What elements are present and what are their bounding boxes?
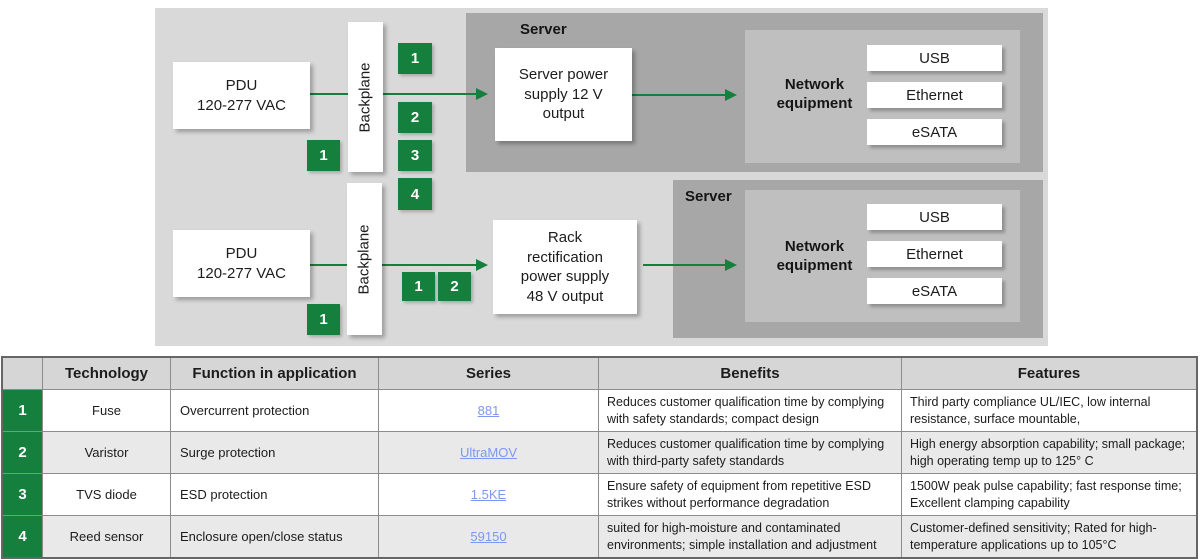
series-link-59150[interactable]: 59150 [470, 529, 507, 544]
function-cell: Enclosure open/close status [171, 516, 378, 557]
header-benefits: Benefits [599, 358, 901, 389]
features-cell: Third party compliance UL/IEC, low inter… [902, 390, 1196, 431]
backplane-box-bottom: Backplane [347, 183, 382, 335]
flow-arrow-line [307, 264, 477, 266]
port-ethernet-bottom: Ethernet [867, 241, 1002, 267]
technology-cell: Varistor [43, 432, 170, 473]
header-series: Series [379, 358, 598, 389]
function-cell: Overcurrent protection [171, 390, 378, 431]
port-ethernet-top: Ethernet [867, 82, 1002, 108]
function-cell: ESD protection [171, 474, 378, 515]
series-cell: UltraMOV [379, 432, 598, 473]
series-link-15ke[interactable]: 1.5KE [470, 487, 507, 502]
technology-table: Technology Function in application Serie… [1, 356, 1198, 559]
row-number-badge: 3 [3, 474, 42, 515]
callout-square-3: 3 [398, 140, 432, 171]
rack-power-supply-box: Rack rectification power supply 48 V out… [493, 220, 637, 314]
callout-square-fuse-bottom: 1 [307, 304, 340, 335]
header-technology: Technology [43, 358, 170, 389]
features-cell: High energy absorption capability; small… [902, 432, 1196, 473]
pdu-box-top: PDU 120-277 VAC [173, 62, 310, 129]
callout-square-1: 1 [398, 43, 432, 74]
port-esata-top: eSATA [867, 119, 1002, 145]
benefits-cell: Ensure safety of equipment from repetiti… [599, 474, 901, 515]
series-link-881[interactable]: 881 [477, 403, 500, 418]
series-cell: 881 [379, 390, 598, 431]
series-link-ultramov[interactable]: UltraMOV [459, 445, 518, 460]
flow-arrow-head [725, 89, 737, 101]
benefits-cell: suited for high-moisture and contaminate… [599, 516, 901, 557]
network-equipment-label-top: Network equipment [776, 76, 853, 112]
flow-arrow-head [476, 259, 488, 271]
port-usb-top: USB [867, 45, 1002, 71]
features-cell: 1500W peak pulse capability; fast respon… [902, 474, 1196, 515]
backplane-box-top: Backplane [348, 22, 383, 172]
flow-arrow-line [307, 93, 477, 95]
power-architecture-diagram: Server Server PDU 120-277 VAC Backplane … [155, 8, 1048, 346]
flow-arrow-line [643, 264, 726, 266]
backplane-label-bottom: Backplane [356, 223, 373, 295]
features-cell: Customer-defined sensitivity; Rated for … [902, 516, 1196, 557]
header-features: Features [902, 358, 1196, 389]
callout-square-2-bottom: 2 [438, 272, 471, 301]
series-cell: 59150 [379, 516, 598, 557]
callout-square-1-bottom: 1 [402, 272, 435, 301]
header-number [3, 358, 42, 389]
technology-cell: Reed sensor [43, 516, 170, 557]
port-esata-bottom: eSATA [867, 278, 1002, 304]
row-number-badge: 2 [3, 432, 42, 473]
callout-square-2: 2 [398, 102, 432, 133]
flow-arrow-line [632, 94, 726, 96]
benefits-cell: Reduces customer qualification time by c… [599, 432, 901, 473]
callout-square-4: 4 [398, 178, 432, 210]
row-number-badge: 4 [3, 516, 42, 557]
series-cell: 1.5KE [379, 474, 598, 515]
callout-square-fuse-top: 1 [307, 140, 340, 171]
flow-arrow-head [476, 88, 488, 100]
technology-cell: TVS diode [43, 474, 170, 515]
port-usb-bottom: USB [867, 204, 1002, 230]
pdu-box-bottom: PDU 120-277 VAC [173, 230, 310, 297]
technology-cell: Fuse [43, 390, 170, 431]
backplane-label-top: Backplane [357, 61, 374, 133]
server-label-bottom: Server [685, 188, 732, 205]
server-label-top: Server [520, 21, 567, 38]
header-function: Function in application [171, 358, 378, 389]
function-cell: Surge protection [171, 432, 378, 473]
flow-arrow-head [725, 259, 737, 271]
benefits-cell: Reduces customer qualification time by c… [599, 390, 901, 431]
server-power-supply-box: Server power supply 12 V output [495, 48, 632, 141]
network-equipment-label-bottom: Network equipment [776, 238, 853, 274]
row-number-badge: 1 [3, 390, 42, 431]
